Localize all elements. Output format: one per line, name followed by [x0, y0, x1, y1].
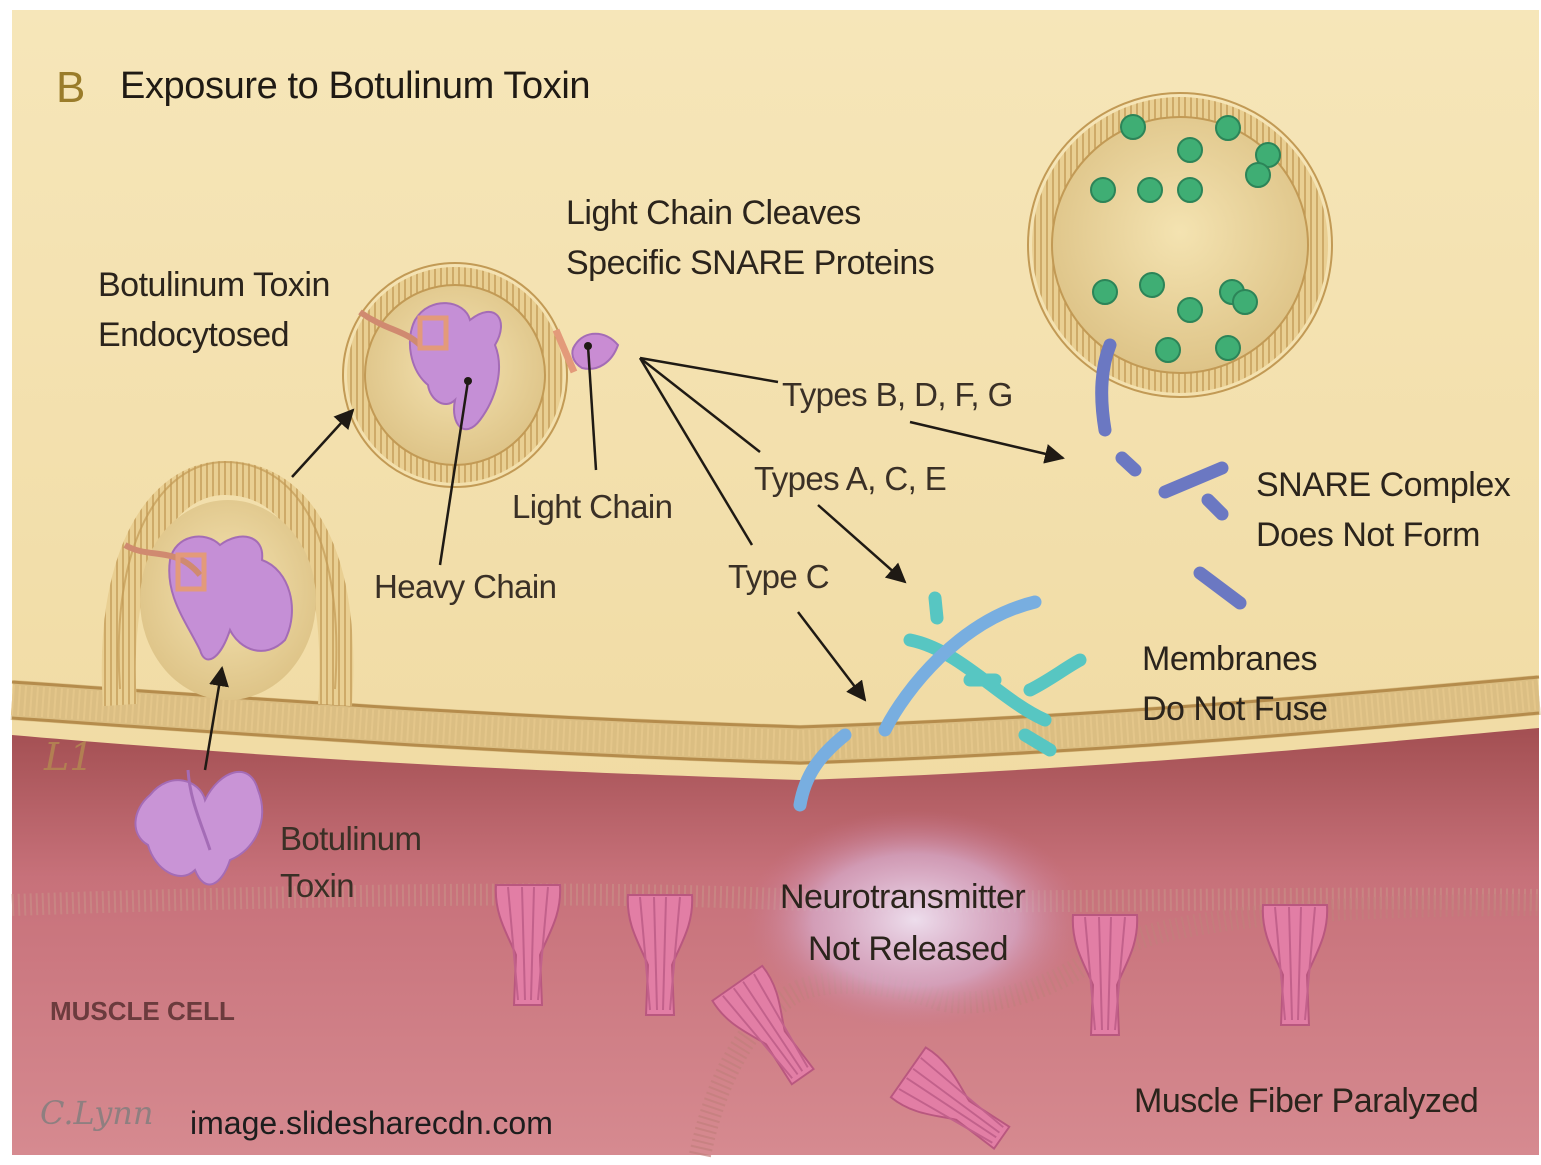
neurotransmitter-particle: [1216, 116, 1240, 140]
neurotransmitter-particle: [1233, 290, 1257, 314]
label-snare-line1: SNARE Complex: [1256, 466, 1511, 504]
source-watermark: image.slidesharecdn.com: [190, 1105, 553, 1141]
neurotransmitter-particle: [1138, 178, 1162, 202]
label-types-ace: Types A, C, E: [754, 460, 946, 497]
neurotransmitter-particle: [1091, 178, 1115, 202]
synaptic-glow: [745, 810, 1085, 1030]
neurotransmitter-particle: [1178, 298, 1202, 322]
label-toxin-line1: Botulinum: [280, 820, 421, 857]
label-endocytosed-line1: Botulinum Toxin: [98, 266, 330, 304]
label-membranes-line2: Do Not Fuse: [1142, 690, 1327, 728]
diagram-title: Exposure to Botulinum Toxin: [120, 65, 590, 107]
label-neuro-line2: Not Released: [808, 930, 1008, 968]
neurotransmitter-particle: [1140, 273, 1164, 297]
label-type-c: Type C: [728, 558, 829, 595]
panel-letter: B: [56, 63, 85, 112]
artist-signature: C.Lynn: [40, 1094, 154, 1132]
label-cleaves-line1: Light Chain Cleaves: [566, 194, 861, 232]
label-neuro-line1: Neurotransmitter: [780, 878, 1025, 916]
neurotransmitter-particle: [1093, 280, 1117, 304]
neurotransmitter-particle: [1156, 338, 1180, 362]
label-light-chain: Light Chain: [512, 488, 672, 525]
label-types-bdfg: Types B, D, F, G: [782, 376, 1013, 413]
neurotransmitter-particle: [1178, 178, 1202, 202]
label-muscle-fiber: Muscle Fiber Paralyzed: [1134, 1082, 1478, 1120]
label-heavy-chain: Heavy Chain: [374, 568, 556, 605]
corner-mark: L1: [43, 735, 93, 779]
label-endocytosed-line2: Endocytosed: [98, 316, 289, 354]
neurotransmitter-particle: [1121, 115, 1145, 139]
label-muscle-cell: MUSCLE CELL: [50, 996, 235, 1026]
label-membranes-line1: Membranes: [1142, 640, 1317, 678]
label-snare-line2: Does Not Form: [1256, 516, 1480, 554]
neurotransmitter-particle: [1216, 336, 1240, 360]
neurotransmitter-particle: [1178, 138, 1202, 162]
label-cleaves-line2: Specific SNARE Proteins: [566, 244, 934, 282]
neurotransmitter-particle: [1246, 163, 1270, 187]
label-toxin-line2: Toxin: [280, 867, 354, 904]
